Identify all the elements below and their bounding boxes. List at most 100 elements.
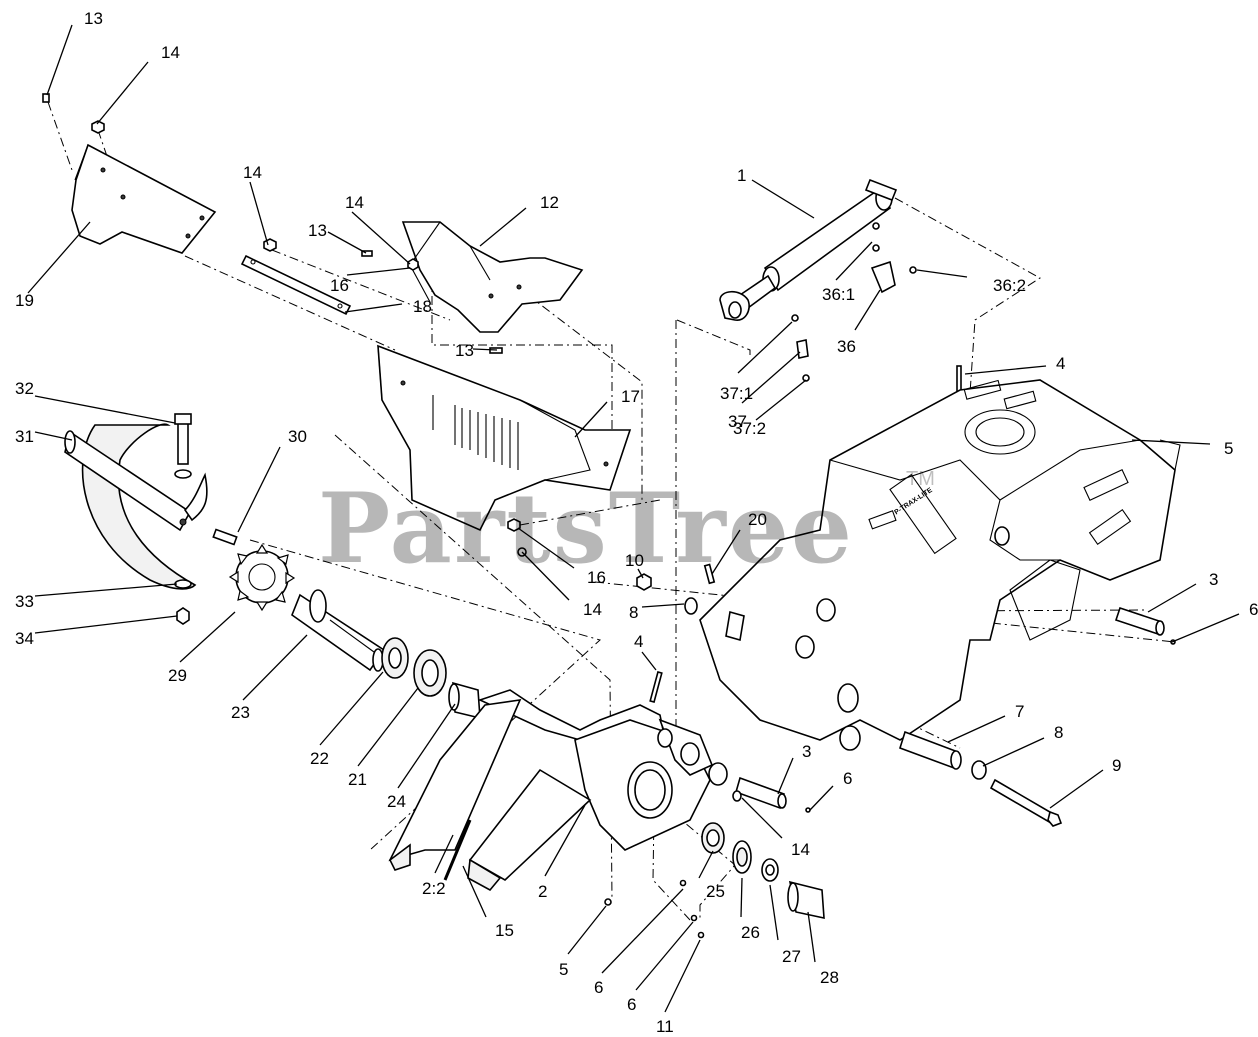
part-30-pin [212, 528, 238, 546]
callout-number: 14 [161, 43, 180, 62]
callout-c-8b: 8 [982, 723, 1063, 767]
callout-leader-line [916, 269, 968, 278]
callout-c-5b: 5 [559, 905, 607, 979]
callout-number: 6 [594, 978, 603, 997]
callout-c-37: 37 [728, 351, 801, 431]
part-17-chute-housing [377, 344, 632, 557]
hydraulic-fittings [791, 222, 917, 382]
callout-number: 13 [308, 221, 327, 240]
callout-c-23: 23 [231, 634, 308, 722]
callout-number: 3 [1209, 570, 1218, 589]
callout-c-19: 19 [15, 221, 91, 310]
bearing-stack [381, 637, 481, 720]
callout-leader-line [96, 61, 149, 125]
callout-number: 20 [748, 510, 767, 529]
callout-leader-line [809, 785, 834, 811]
callout-leader-line [807, 911, 816, 963]
callout-leader-line [344, 303, 403, 313]
callout-leader-line [741, 351, 801, 404]
callout-number: 3 [802, 742, 811, 761]
callout-leader-line [635, 921, 694, 991]
auger-bolt-stack [174, 413, 192, 625]
callout-number: 6 [843, 769, 852, 788]
callout-leader-line [601, 888, 684, 974]
callout-leader-line [664, 939, 701, 1013]
callout-c-15: 15 [462, 865, 514, 940]
tractor-frame: P-TRAX-LITE [699, 379, 1181, 751]
part-29-sprocket [228, 543, 296, 612]
callout-c-36-1: 36:1 [822, 241, 873, 304]
callout-leader-line [472, 348, 498, 351]
part-2-motor-mount [388, 689, 714, 892]
callout-c-27: 27 [769, 884, 801, 966]
callout-number: 8 [1054, 723, 1063, 742]
callout-leader-line [346, 267, 411, 276]
watermark-text: PartsTree [318, 472, 854, 585]
callout-leader-line [698, 850, 714, 879]
callout-leader-line [835, 241, 873, 281]
callout-leader-line [1131, 439, 1211, 445]
callout-number: 28 [820, 968, 839, 987]
callout-number: 12 [540, 193, 559, 212]
part-10-nut [636, 573, 652, 591]
callout-number: 13 [455, 341, 474, 360]
callout-c-14a: 14 [96, 43, 180, 125]
callout-number: 37:1 [720, 384, 753, 403]
callout-c-6b: 6 [809, 769, 852, 811]
callout-c-30: 30 [237, 427, 307, 533]
callout-leader-line [462, 865, 487, 918]
callout-c-4b: 4 [964, 354, 1065, 375]
callout-number: 4 [1056, 354, 1065, 373]
callout-c-16a: 16 [330, 267, 411, 295]
callout-c-21: 21 [348, 687, 419, 789]
callout-number: 5 [1224, 439, 1233, 458]
callout-leader-line [740, 877, 743, 918]
callout-c-13a: 13 [46, 9, 103, 96]
part-12-shield [361, 221, 584, 354]
callout-number: 36:1 [822, 285, 855, 304]
callout-leader-line [741, 797, 783, 839]
callout-number: 32 [15, 379, 34, 398]
callout-number: 6 [1249, 600, 1258, 619]
callout-number: 19 [15, 291, 34, 310]
watermark-trademark: TM [906, 468, 935, 490]
callout-leader-line [641, 651, 657, 671]
callout-number: 14 [243, 163, 262, 182]
callout-c-29: 29 [168, 611, 236, 685]
callout-leader-line [755, 379, 807, 421]
callout-number: 37 [728, 412, 747, 431]
callout-c-6a: 6 [1171, 600, 1258, 643]
callout-number: 10 [625, 551, 644, 570]
callout-c-13b: 13 [308, 221, 367, 254]
callout-leader-line [567, 905, 607, 955]
callout-number: 7 [1015, 702, 1024, 721]
callout-c-13c: 13 [455, 341, 498, 360]
callout-leader-line [434, 834, 454, 874]
callout-number: 15 [495, 921, 514, 940]
callout-number: 2 [538, 882, 547, 901]
callout-number: 13 [84, 9, 103, 28]
callout-number: 36 [837, 337, 856, 356]
lower-small-hardware [604, 879, 705, 939]
part-3-pin-lower [708, 762, 811, 813]
callout-c-8a: 8 [629, 603, 685, 622]
callout-number: 14 [345, 193, 364, 212]
callout-leader-line [1147, 583, 1197, 613]
lower-bearing-stack [701, 822, 825, 920]
callout-leader-line [737, 321, 793, 374]
callout-leader-line [521, 551, 570, 601]
callout-leader-line [479, 207, 527, 247]
callout-c-4a: 4 [634, 632, 657, 671]
callout-leader-line [964, 365, 1047, 375]
callout-leader-line [237, 446, 281, 533]
callout-c-28: 28 [807, 911, 839, 987]
callout-number: 9 [1112, 756, 1121, 775]
callout-c-26: 26 [740, 877, 760, 942]
callout-leader-line [319, 671, 384, 746]
callout-c-3a: 3 [1147, 570, 1218, 613]
watermark: PartsTree TM [318, 468, 935, 585]
callout-number: 4 [634, 632, 643, 651]
part-8-washer-upper [684, 597, 698, 615]
callout-c-34: 34 [15, 615, 178, 648]
